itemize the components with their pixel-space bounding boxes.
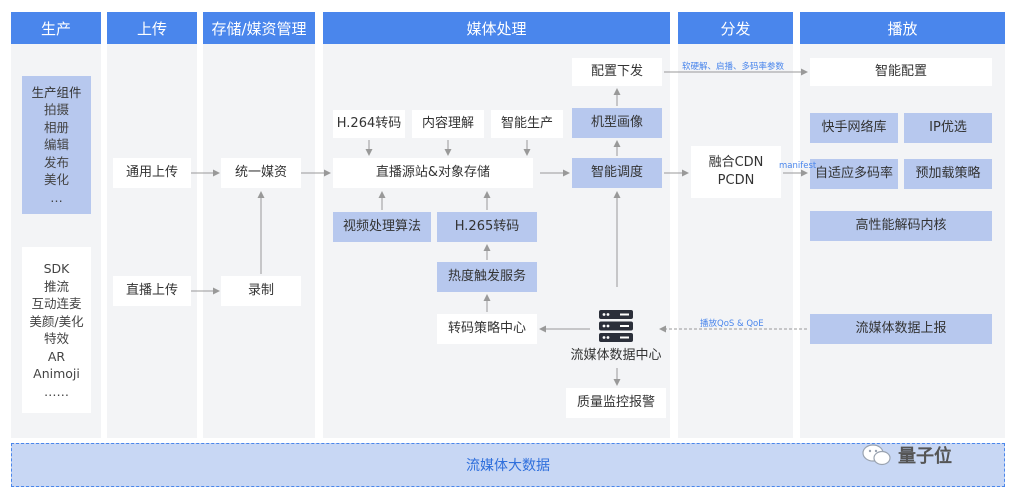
upload-column — [107, 12, 197, 438]
header-production: 生产 — [11, 12, 101, 44]
component-item: 编辑 — [43, 137, 69, 153]
qos-qoe-label: 播放QoS & QoE — [700, 319, 764, 329]
header-media-processing: 媒体处理 — [323, 12, 670, 44]
cdn-box: 融合CDN PCDN — [691, 146, 781, 198]
cdn-label: 融合CDN — [708, 155, 764, 171]
pcdn-label: PCDN — [717, 173, 755, 188]
unified-media-asset-box: 统一媒资 — [221, 158, 301, 188]
live-upload-box: 直播上传 — [113, 276, 191, 306]
smart-scheduling-box: 智能调度 — [572, 158, 662, 188]
watermark: 量子位 — [862, 440, 1002, 470]
adaptive-bitrate-box: 自适应多码率 — [810, 159, 898, 189]
streaming-data-center-label: 流媒体数据中心 — [570, 348, 662, 364]
content-understanding-box: 内容理解 — [412, 110, 484, 138]
component-item: 美化 — [43, 172, 69, 188]
video-algorithm-box: 视频处理算法 — [333, 212, 431, 242]
quality-alarm-box: 质量监控报警 — [566, 388, 666, 418]
h264-transcode-box: H.264转码 — [333, 110, 405, 138]
preload-strategy-box: 预加载策略 — [904, 159, 992, 189]
server-icon — [598, 309, 634, 343]
decoder-kernel-box: 高性能解码内核 — [810, 211, 992, 241]
sdk-item: SDK — [43, 261, 70, 276]
header-playback: 播放 — [800, 12, 1005, 44]
wechat-icon — [862, 444, 891, 466]
component-item: … — [50, 189, 63, 205]
component-item: 拍摄 — [43, 102, 69, 118]
manifest-label: manifest — [779, 161, 817, 171]
kuaishou-network-lib-box: 快手网络库 — [810, 113, 898, 143]
sdk-item: 互动连麦 — [31, 296, 82, 311]
sdk-box: SDK 推流 互动连麦 美颜/美化 特效 AR Animoji …… — [22, 247, 91, 413]
header-distribution: 分发 — [678, 12, 793, 44]
sdk-item: AR — [47, 348, 66, 364]
watermark-text: 量子位 — [898, 446, 952, 467]
live-origin-storage-box: 直播源站&对象存储 — [333, 158, 533, 188]
big-data-bar: 流媒体大数据 — [11, 443, 1005, 487]
transcode-strategy-center-box: 转码策略中心 — [437, 314, 537, 344]
sdk-item: 美颜/美化 — [29, 313, 84, 329]
smart-production-box: 智能生产 — [491, 110, 563, 138]
general-upload-box: 通用上传 — [113, 158, 191, 188]
component-item: 相册 — [43, 119, 69, 135]
distribution-column — [678, 12, 793, 438]
hot-trigger-service-box: 热度触发服务 — [437, 262, 537, 292]
big-data-label: 流媒体大数据 — [466, 458, 550, 474]
header-storage: 存储/媒资管理 — [203, 12, 315, 44]
h265-transcode-box: H.265转码 — [437, 212, 537, 242]
component-item: 发布 — [43, 154, 69, 170]
smart-config-box: 智能配置 — [810, 58, 992, 86]
storage-column — [203, 12, 315, 438]
decode-params-label: 软硬解、启播、多码率参数 — [682, 62, 785, 72]
recording-box: 录制 — [221, 276, 301, 306]
device-profile-box: 机型画像 — [572, 108, 662, 138]
sdk-item: 特效 — [43, 331, 69, 346]
ip-optimization-box: IP优选 — [904, 113, 992, 143]
sdk-item: Animoji — [33, 366, 80, 381]
header-upload: 上传 — [107, 12, 197, 44]
sdk-item: …… — [44, 383, 69, 399]
production-components-box: 生产组件 拍摄 相册 编辑 发布 美化 … — [22, 76, 91, 214]
config-dispatch-box: 配置下发 — [572, 58, 662, 86]
streaming-data-report-box: 流媒体数据上报 — [810, 314, 992, 344]
sdk-item: 推流 — [43, 278, 69, 294]
component-title: 生产组件 — [31, 84, 82, 100]
